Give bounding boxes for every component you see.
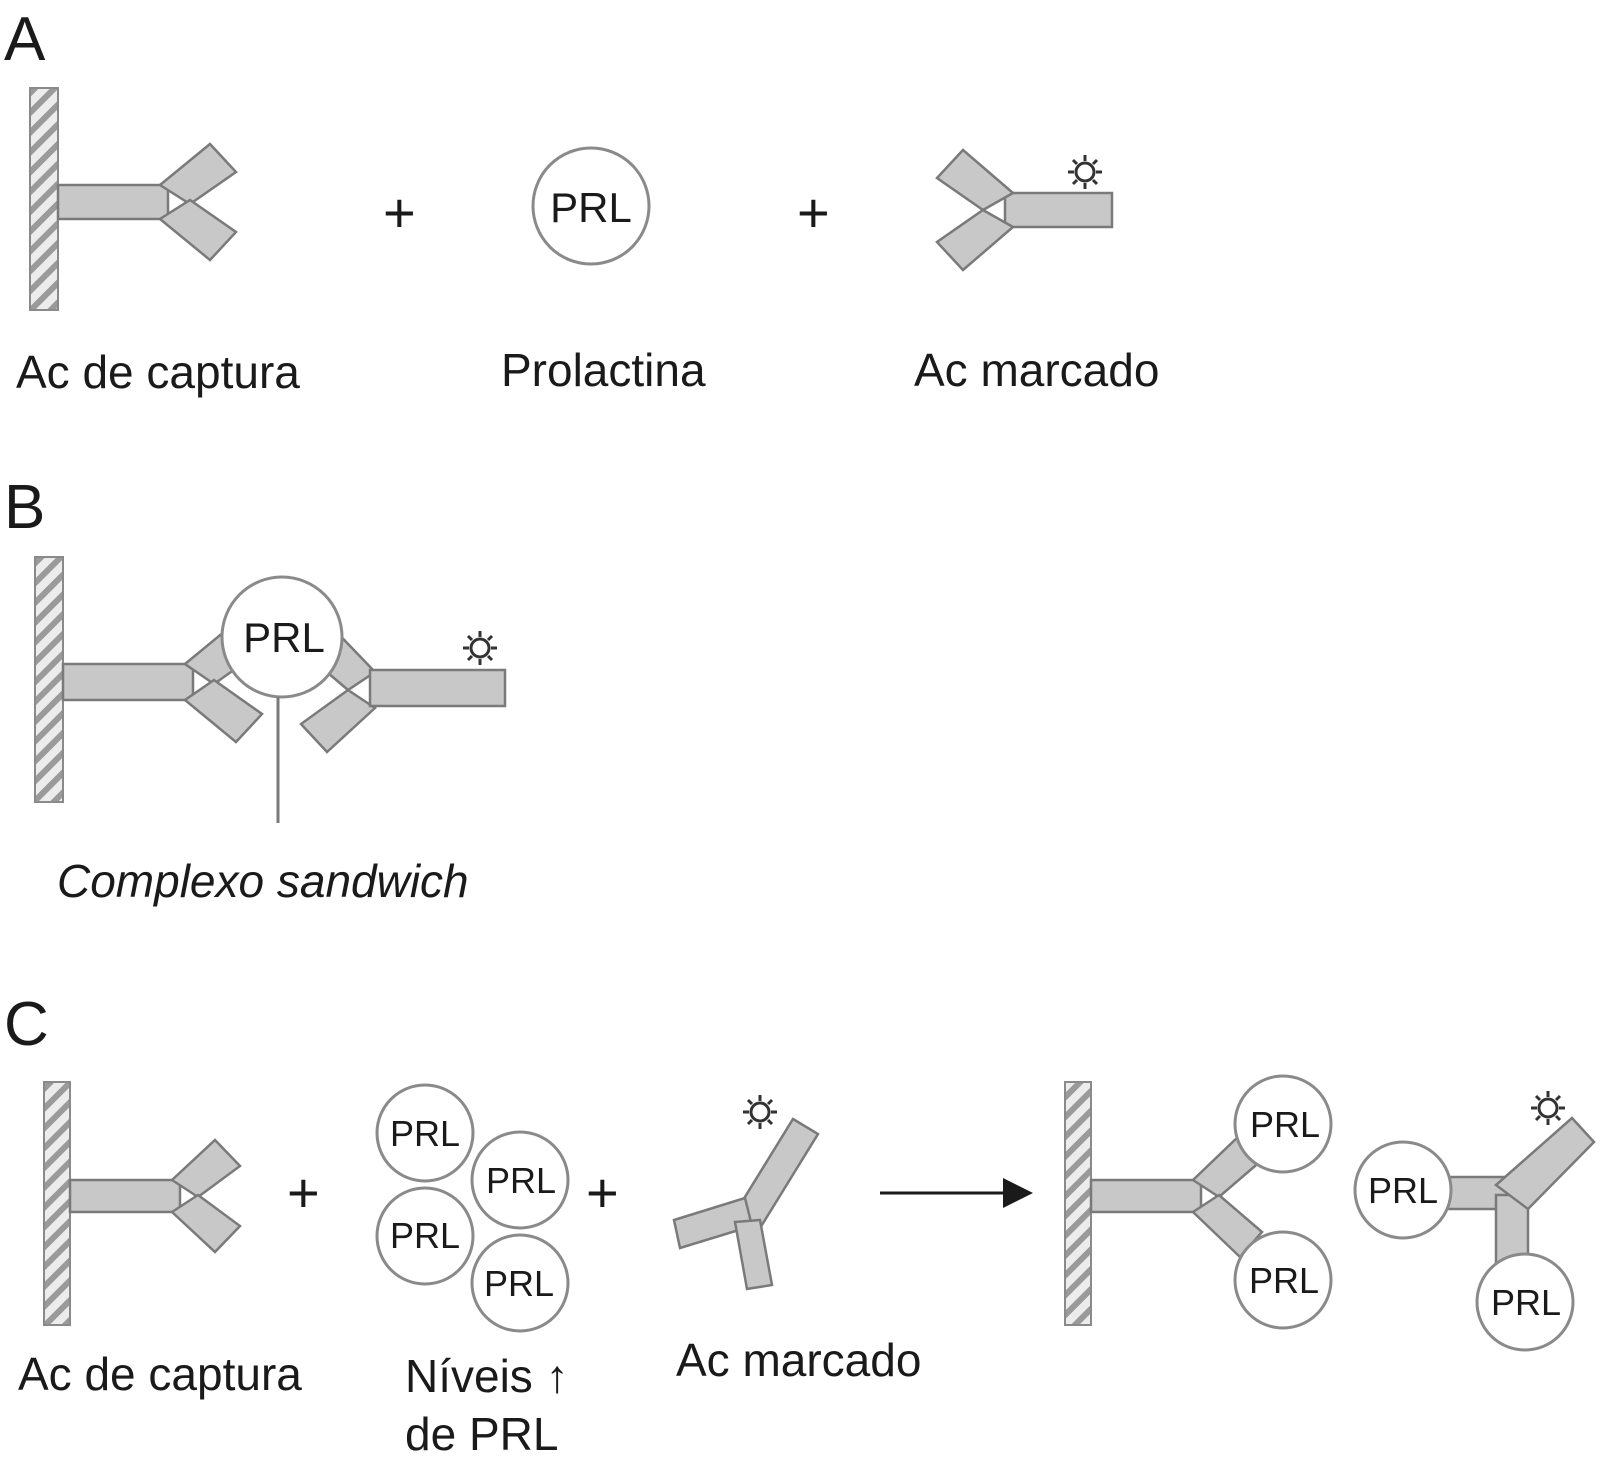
panel-b-letter: B [4,473,45,542]
label-labeled-antibody-c: Ac marcado [676,1334,921,1386]
result-labeled-complex: PRL PRL [1353,1091,1596,1352]
antibody-stem [1089,1178,1203,1214]
panel-b: B PRL Complexo sandwich [4,473,507,907]
sun-star-icon [1531,1091,1565,1125]
prl-text-cluster-4: PRL [484,1263,554,1304]
capture-antibody-c [43,1081,242,1326]
solid-phase-bar [43,1081,71,1326]
label-sandwich-complex: Complexo sandwich [57,855,469,907]
labeled-arm-lower [299,688,378,754]
antibody-arm-lower [169,1193,242,1254]
antibody-arm-lower [935,208,1016,272]
prl-text-cluster-3: PRL [390,1215,460,1256]
solid-phase-bar [1064,1081,1092,1326]
capture-antibody-a [29,87,238,311]
sun-star-icon [743,1095,777,1129]
label-prolactin: Prolactina [501,344,706,396]
label-capture-antibody-c: Ac de captura [18,1348,302,1400]
panel-a-letter: A [4,5,46,74]
prl-text-cluster-2: PRL [486,1160,556,1201]
panel-c: C + PRL PRL PRL PRL + [4,990,1596,1460]
prl-text-result-2: PRL [1249,1260,1319,1301]
prl-text-result-1: PRL [1250,1104,1320,1145]
prl-text-result-3: PRL [1368,1170,1438,1211]
antibody-stem [68,1178,182,1214]
prl-circle [375,1186,475,1286]
labeled-stem [368,668,507,708]
panel-c-letter: C [4,990,49,1059]
antibody-stem [1003,191,1114,229]
labeled-stem [1494,1116,1596,1211]
sandwich-complex: PRL [34,556,507,823]
label-labeled-antibody-a: Ac marcado [914,344,1159,396]
plus-sign-c1: + [287,1161,320,1224]
prl-text-result-4: PRL [1491,1282,1561,1323]
antibody-arm-lower [1190,1193,1264,1259]
prl-circle [470,1233,570,1333]
antibody-arm-upper [157,142,238,206]
prl-text-a: PRL [550,184,632,231]
antibody-arm-lower [182,678,264,744]
prl-circle [375,1083,475,1183]
prl-cluster: PRL PRL PRL PRL [375,1083,570,1333]
right-arrow-icon [880,1178,1033,1208]
labeled-antibody-a [935,148,1114,272]
prl-circle [1233,1074,1333,1174]
prl-circle [470,1130,570,1230]
prl-text-b: PRL [243,614,325,661]
solid-phase-bar [29,87,59,311]
prolactin-a: PRL [531,146,651,266]
solid-phase-bar [34,556,64,803]
plus-sign-c2: + [586,1161,619,1224]
label-prl-levels-line1: Níveis ↑ [405,1350,569,1402]
sun-star-icon [1068,155,1102,189]
panel-a: A + PRL + [4,5,1159,398]
prl-circle [1353,1140,1453,1240]
prl-circle [1475,1252,1575,1352]
result-capture-complex: PRL PRL [1064,1074,1333,1330]
prl-circle [531,146,651,266]
labeled-arm-down [733,1218,774,1291]
label-capture-antibody-a: Ac de captura [16,346,300,398]
labeled-arm-left [672,1196,754,1250]
antibody-stem [61,662,195,702]
prl-text-cluster-1: PRL [390,1113,460,1154]
sun-star-icon [463,631,497,665]
antibody-arm-upper [935,148,1016,212]
labeled-antibody-c [672,1095,820,1291]
antibody-stem [56,183,170,221]
prl-circle [220,575,344,699]
label-prl-levels-line2: de PRL [405,1408,558,1460]
plus-sign-a2: + [797,181,830,244]
prl-circle [1233,1230,1333,1330]
plus-sign-a1: + [383,181,416,244]
antibody-arm-lower [157,198,238,262]
antibody-arm-upper [169,1138,242,1199]
